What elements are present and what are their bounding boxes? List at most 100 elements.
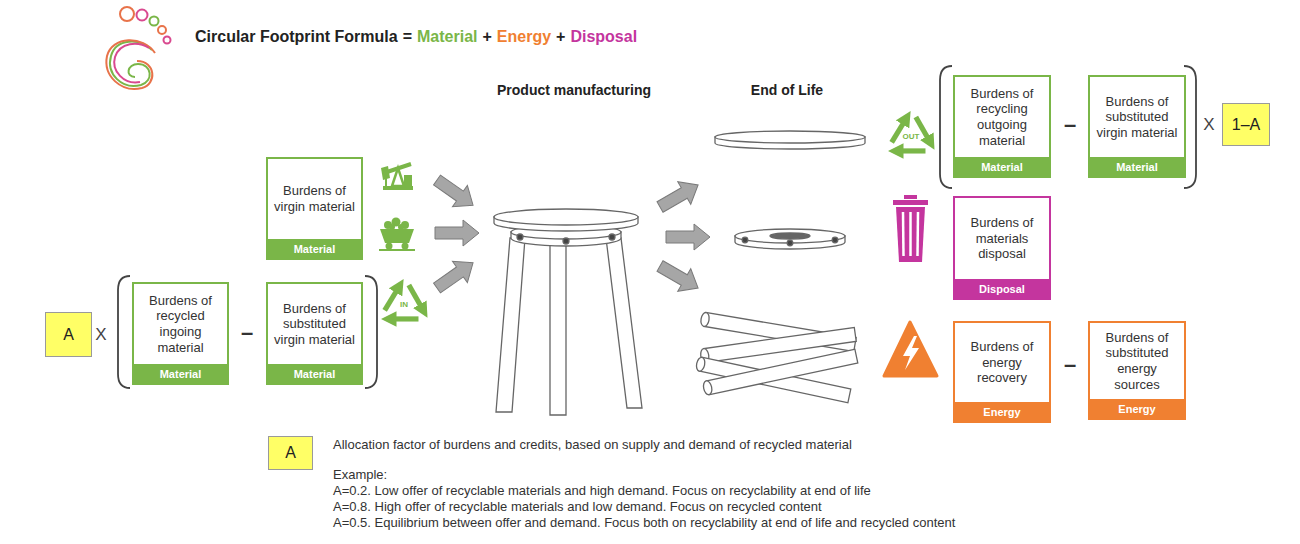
end-of-life-parts — [695, 131, 865, 403]
footprint-logo — [106, 40, 155, 89]
box-text: Burdens of virgin material — [272, 183, 357, 214]
recycle-tag: OUT — [903, 132, 920, 141]
mine-cart-icon — [386, 243, 393, 250]
stool-illustration — [517, 234, 523, 240]
mine-cart-icon — [402, 243, 409, 250]
box-text: Burdens of substituted virgin material — [1094, 94, 1180, 141]
oil-pump-icon — [385, 178, 387, 186]
flow-arrows — [654, 174, 705, 219]
trash-can-icon — [896, 207, 925, 262]
formula-brackets — [940, 66, 952, 188]
category-band: Disposal — [955, 279, 1049, 298]
formula-term: Energy — [497, 28, 551, 46]
legend-note: Allocation factor of burdens and credits… — [333, 438, 852, 453]
stool-illustration — [563, 238, 569, 244]
box-body: Burdens of recycled ingoing material — [134, 284, 227, 364]
burden-box: Burdens of recycling outgoing materialMa… — [953, 75, 1051, 178]
burden-box: Burdens of substituted virgin materialMa… — [266, 282, 363, 385]
flow-arrows — [666, 224, 710, 250]
box-body: Burdens of substituted virgin material — [1090, 77, 1184, 157]
end-of-life-parts — [770, 233, 810, 239]
flow-arrows — [435, 220, 479, 246]
mine-cart-icon — [379, 218, 415, 252]
recycle-in-icon — [409, 285, 422, 307]
category-band: Material — [268, 239, 361, 258]
category-band: Material — [955, 157, 1049, 176]
recycle-in-icon — [385, 285, 422, 319]
end-of-life-parts — [787, 240, 793, 246]
burden-box: Burdens of virgin materialMaterial — [266, 157, 363, 260]
category-band: Material — [268, 364, 361, 383]
recycle-in-icon — [393, 316, 418, 321]
trash-can-icon — [893, 195, 928, 262]
box-text: Burdens of materials disposal — [959, 215, 1045, 262]
formula-term: + — [556, 28, 565, 46]
footprint-logo — [164, 37, 171, 44]
box-body: Burdens of substituted energy sources — [1090, 323, 1184, 399]
end-of-life-parts — [706, 349, 858, 394]
formula-term: Material — [417, 28, 477, 46]
flow-arrows — [430, 252, 481, 299]
category-band: Material — [1090, 157, 1184, 176]
mine-cart-icon — [379, 249, 415, 251]
box-body: Burdens of recycling outgoing material — [955, 77, 1049, 157]
end-of-life-parts — [832, 237, 838, 243]
burden-box: Burdens of materials disposalDisposal — [953, 196, 1051, 300]
trash-can-icon — [893, 200, 928, 205]
box-body: Burdens of energy recovery — [955, 323, 1049, 402]
footprint-logo — [158, 26, 166, 34]
category-text: Material — [981, 161, 1023, 173]
category-text: Energy — [983, 406, 1020, 418]
legend-note: Example: — [333, 468, 387, 483]
allocation-factor-box: 1–A — [1222, 103, 1270, 146]
footprint-logo — [137, 10, 148, 21]
formula-brackets — [118, 276, 130, 388]
box-text: Burdens of substituted virgin material — [272, 301, 357, 348]
flow-arrows — [430, 169, 481, 216]
box-text: Burdens of recycling outgoing material — [959, 86, 1045, 148]
minus-sign: – — [1064, 112, 1076, 137]
diagram-title: Circular Footprint Formula — [195, 28, 398, 46]
stool-illustration — [494, 209, 638, 225]
trash-can-icon — [902, 212, 905, 256]
trash-can-icon — [916, 212, 919, 256]
factor-text: A — [63, 326, 74, 344]
formula-brackets — [365, 276, 377, 388]
footprint-logo — [120, 7, 134, 21]
category-band: Energy — [1090, 399, 1184, 418]
oil-pump-icon — [381, 166, 390, 180]
column-heading: End of Life — [751, 82, 823, 98]
energy-warning-icon — [884, 322, 937, 376]
box-text: Burdens of energy recovery — [959, 339, 1045, 386]
end-of-life-parts — [742, 237, 748, 243]
formula-term: Disposal — [570, 28, 637, 46]
legend-note: A=0.2. Low offer of recyclable materials… — [333, 484, 871, 499]
recycle-out-icon — [892, 122, 905, 143]
burden-box: Burdens of substituted virgin materialMa… — [1088, 75, 1186, 178]
end-of-life-parts — [702, 349, 858, 395]
end-of-life-parts — [700, 312, 710, 327]
minus-sign: – — [1064, 352, 1076, 377]
recycle-out-icon — [900, 148, 925, 153]
allocation-factor-box: A — [268, 436, 313, 470]
allocation-factor-box: A — [45, 312, 92, 357]
multiply-sign: X — [95, 325, 106, 345]
legend-note: A=0.5. Equilibrium between offer and dem… — [333, 516, 955, 531]
energy-warning-icon — [903, 336, 919, 370]
box-text: Burdens of substituted energy sources — [1094, 330, 1180, 392]
category-text: Material — [294, 368, 336, 380]
mine-cart-icon — [380, 229, 414, 243]
trash-can-icon — [904, 195, 917, 199]
footprint-logo — [106, 7, 170, 89]
burden-box: Burdens of energy recoveryEnergy — [953, 321, 1051, 423]
category-band: Energy — [955, 402, 1049, 421]
column-heading: Product manufacturing — [497, 82, 651, 98]
recycle-tag: IN — [400, 300, 408, 309]
end-of-life-parts — [715, 131, 865, 143]
stool-illustration — [550, 242, 566, 415]
box-text: Burdens of recycled ingoing material — [138, 293, 223, 355]
footprint-logo — [114, 44, 149, 83]
category-text: Material — [294, 243, 336, 255]
oil-pump-icon — [404, 175, 412, 186]
box-body: Burdens of virgin material — [268, 159, 361, 239]
